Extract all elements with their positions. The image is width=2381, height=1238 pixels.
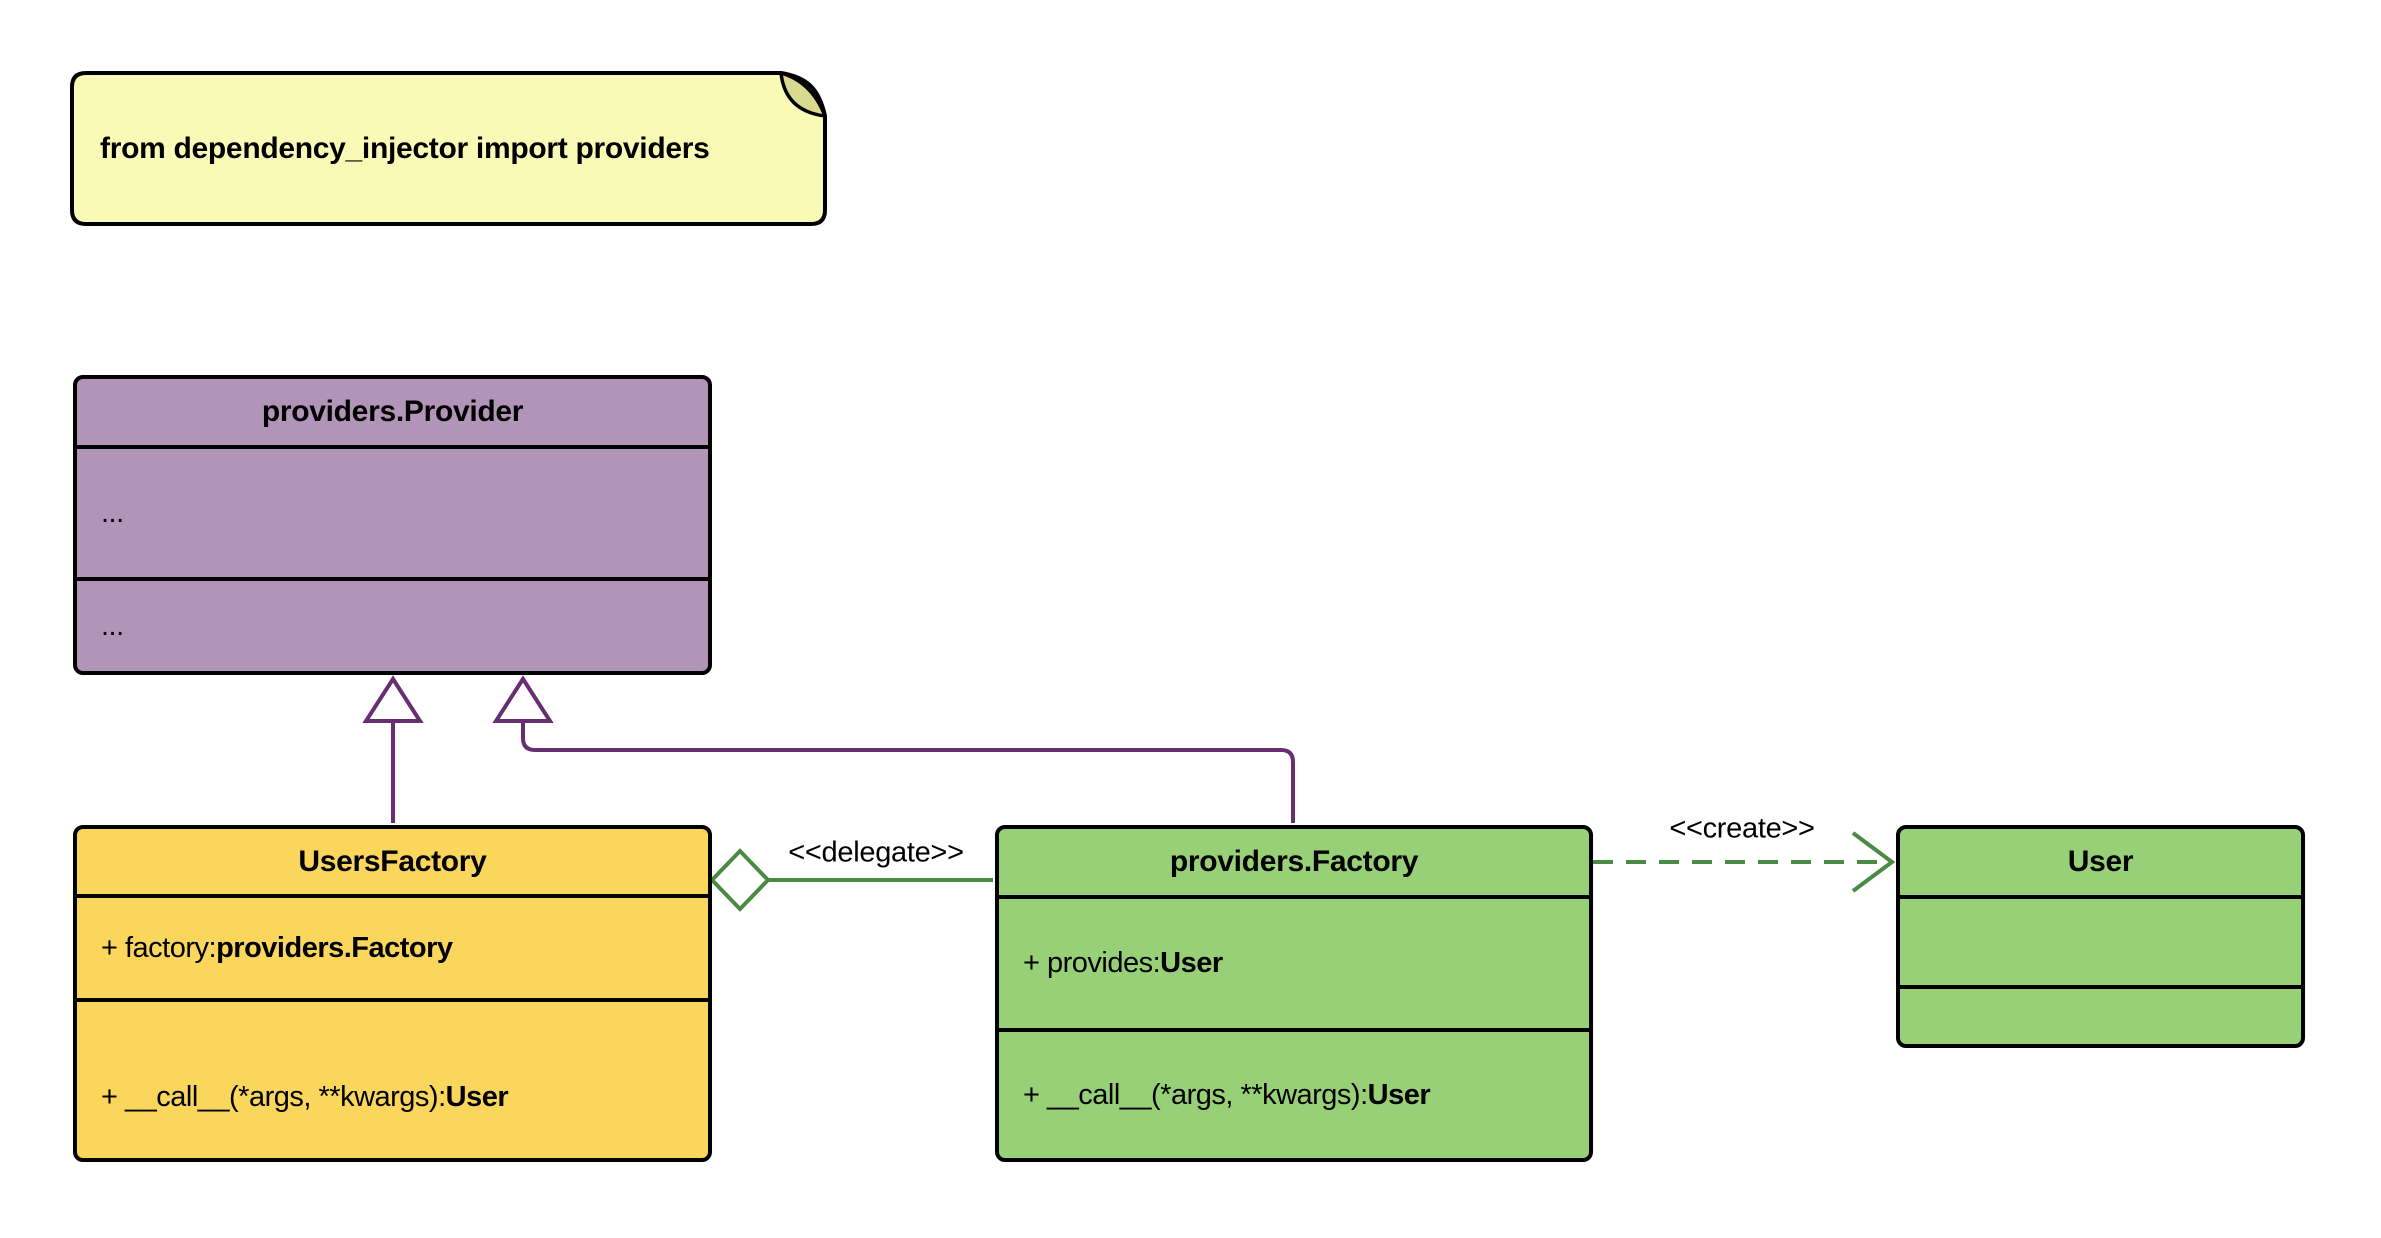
- class-methods: ...: [77, 577, 708, 671]
- method-text: + __call__(*args, **kwargs):: [1023, 1078, 1368, 1111]
- class-box-providers-provider: providers.Provider ... ...: [73, 375, 712, 675]
- class-box-usersfactory: UsersFactory + factory: providers.Factor…: [73, 825, 712, 1162]
- class-attributes: ...: [77, 445, 708, 577]
- attribute-text: + factory:: [101, 931, 217, 964]
- attribute-type: User: [1160, 947, 1223, 979]
- method-return-type: User: [445, 1080, 509, 1113]
- class-attributes: [1900, 895, 2301, 985]
- delegate-label: <<delegate>>: [788, 836, 964, 869]
- attribute-text: + provides:: [1023, 947, 1161, 979]
- class-attributes: + factory: providers.Factory: [77, 894, 708, 998]
- class-title: User: [2067, 845, 2134, 878]
- class-title: UsersFactory: [298, 844, 487, 878]
- inheritance-triangle-usersfactory: [362, 675, 424, 723]
- class-box-providers-factory: providers.Factory + provides: User + __c…: [995, 825, 1593, 1162]
- method-return-type: User: [1367, 1078, 1431, 1111]
- class-methods: [1900, 985, 2301, 1044]
- class-title: providers.Factory: [1169, 845, 1419, 878]
- create-arrowhead-icon: [1851, 831, 1896, 893]
- class-attributes: + provides: User: [999, 895, 1589, 1028]
- class-methods: + __call__(*args, **kwargs): User: [999, 1028, 1589, 1158]
- inheritance-line-factory: [521, 721, 1295, 823]
- attribute-type: providers.Factory: [216, 931, 453, 964]
- class-methods: + __call__(*args, **kwargs): User: [77, 998, 708, 1158]
- inheritance-triangle-factory: [492, 675, 554, 723]
- create-label: <<create>>: [1669, 812, 1815, 845]
- class-box-user: User: [1896, 825, 2305, 1048]
- note: from dependency_injector import provider…: [72, 73, 825, 224]
- note-fold-icon: [779, 71, 827, 118]
- note-shape: [70, 71, 827, 226]
- method-text: ...: [101, 609, 124, 642]
- note-label: from dependency_injector import provider…: [100, 131, 710, 165]
- attribute-text: ...: [101, 496, 124, 529]
- delegate-diamond-icon: [709, 848, 771, 912]
- class-title: providers.Provider: [261, 395, 524, 428]
- method-text: + __call__(*args, **kwargs):: [101, 1080, 446, 1113]
